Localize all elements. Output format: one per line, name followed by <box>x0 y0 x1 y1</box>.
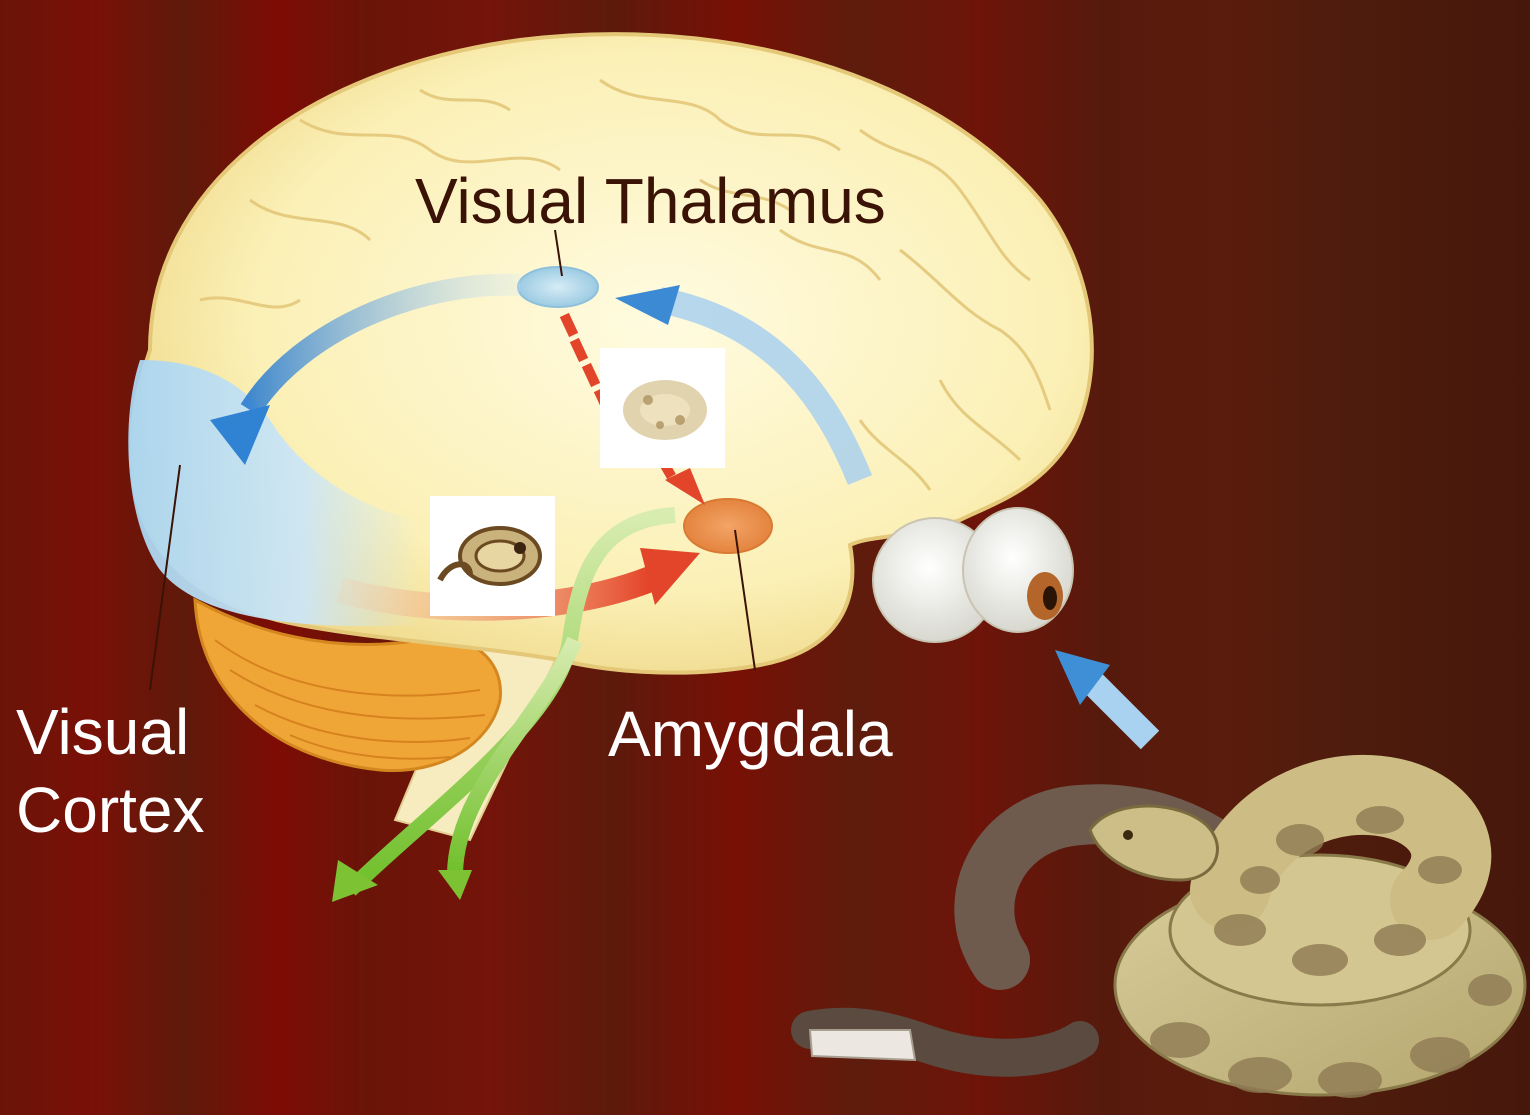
visual-thalamus-nucleus <box>518 267 598 307</box>
snake-thumbnail-clear <box>430 496 555 616</box>
amygdala-nucleus <box>684 499 772 553</box>
amygdala-label: Amygdala <box>608 695 893 773</box>
snake-rattle <box>810 1030 915 1060</box>
snake-thumbnail-blurred <box>600 348 725 468</box>
visual-thalamus-label: Visual Thalamus <box>415 162 886 240</box>
eyes-icon <box>873 508 1073 642</box>
output-arrowhead-right <box>438 870 472 900</box>
visual-cortex-label-line1: Visual <box>16 693 205 771</box>
snake-to-eye-arrow <box>1090 680 1150 740</box>
visual-cortex-label: Visual Cortex <box>16 693 205 849</box>
snake-icon <box>810 795 1525 1098</box>
eye-icon <box>963 508 1073 632</box>
visual-cortex-label-line2: Cortex <box>16 771 205 849</box>
